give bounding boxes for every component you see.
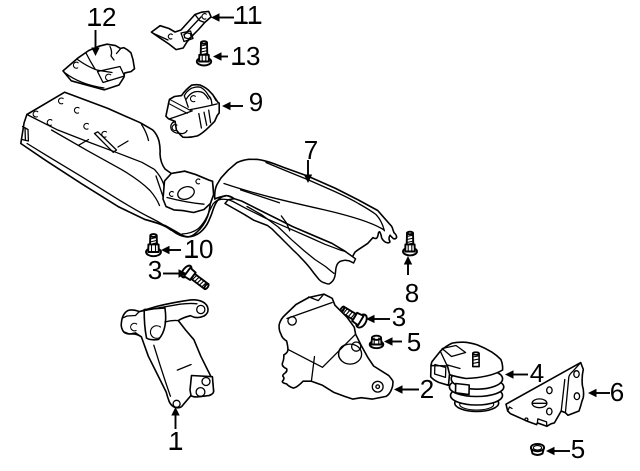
svg-text:3: 3 xyxy=(392,302,406,332)
svg-text:9: 9 xyxy=(249,87,263,117)
svg-text:6: 6 xyxy=(610,377,624,407)
svg-text:2: 2 xyxy=(420,374,434,404)
svg-text:13: 13 xyxy=(232,41,261,71)
svg-text:11: 11 xyxy=(235,0,262,30)
svg-text:4: 4 xyxy=(530,358,544,388)
svg-text:3: 3 xyxy=(148,255,162,285)
svg-text:12: 12 xyxy=(88,2,117,32)
svg-text:1: 1 xyxy=(169,426,183,456)
svg-text:8: 8 xyxy=(405,278,419,308)
svg-text:5: 5 xyxy=(407,327,421,357)
svg-text:7: 7 xyxy=(304,135,318,165)
svg-text:10: 10 xyxy=(185,234,214,264)
svg-text:5: 5 xyxy=(571,434,585,464)
